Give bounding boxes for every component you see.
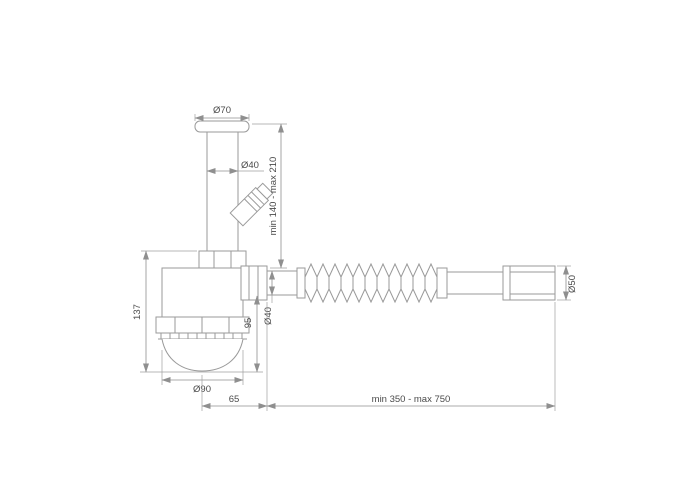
dim-flange-diameter: Ø70: [194, 105, 250, 121]
side-branch-inlet: [229, 182, 274, 227]
outlet-pipe: [266, 270, 298, 296]
dim-bottom-lengths: 65 min 350 - max 750: [201, 302, 556, 411]
trap-body: [161, 267, 244, 318]
dim-label-hose-length-range: min 350 - max 750: [372, 394, 451, 405]
hose-cuff-right: [436, 267, 448, 299]
dim-label-axis-to-outlet: 65: [229, 394, 240, 405]
dim-end-pipe-diameter: Ø50: [557, 265, 578, 301]
outlet-tube: [446, 271, 504, 295]
dim-outlet-drop: 95: [243, 295, 260, 373]
dim-label-end-pipe-diameter: Ø50: [567, 275, 578, 293]
dim-label-body-height: 137: [132, 304, 143, 320]
dim-label-inlet-pipe-diameter: Ø40: [241, 160, 259, 171]
siphon-body: [155, 120, 556, 372]
trap-ring-nut: [155, 316, 250, 340]
union-nut: [198, 250, 247, 269]
end-sleeve: [502, 265, 556, 301]
dim-body-height: 137: [132, 250, 263, 373]
corrugated-hose: [304, 262, 438, 304]
dim-height-range: min 140 - max 210: [252, 123, 287, 269]
dim-label-outlet-drop: 95: [243, 318, 254, 329]
dim-label-outlet-pipe-diameter: Ø40: [263, 307, 274, 325]
dim-outlet-pipe-diameter: Ø40: [263, 270, 275, 325]
hose-cuff-left: [296, 267, 306, 299]
dim-label-height-range: min 140 - max 210: [268, 157, 279, 236]
dim-inlet-pipe-diameter: Ø40: [206, 160, 264, 174]
dim-label-flange-diameter: Ø70: [213, 105, 231, 116]
trap-cup-bottom: [161, 338, 244, 372]
inlet-pipe: [206, 130, 239, 252]
outlet-nut: [240, 265, 268, 301]
top-flange: [194, 120, 250, 133]
